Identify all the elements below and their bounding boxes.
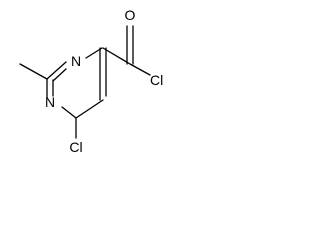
atom-cl-ring-label: Cl bbox=[69, 139, 82, 155]
bond-c4-carbonyl bbox=[102, 47, 131, 65]
atom-o-label: O bbox=[125, 7, 136, 23]
bond-c2-n1-outer bbox=[46, 61, 67, 80]
atom-cl-acyl-label: Cl bbox=[150, 72, 163, 88]
structure-diagram: N N O Cl Cl bbox=[0, 0, 188, 178]
atom-n3-label: N bbox=[45, 94, 55, 110]
atom-n1-label: N bbox=[71, 53, 81, 69]
bond-c2-n1-inner bbox=[52, 68, 67, 82]
bond-carbonyl-cl bbox=[129, 63, 151, 76]
molecule-canvas: N N O Cl Cl bbox=[19, 7, 163, 155]
bond-c5-c6 bbox=[75, 99, 104, 119]
bond-n1-c4 bbox=[85, 47, 103, 59]
bond-c6-n3 bbox=[61, 106, 77, 119]
bond-c2-methyl bbox=[19, 63, 48, 80]
